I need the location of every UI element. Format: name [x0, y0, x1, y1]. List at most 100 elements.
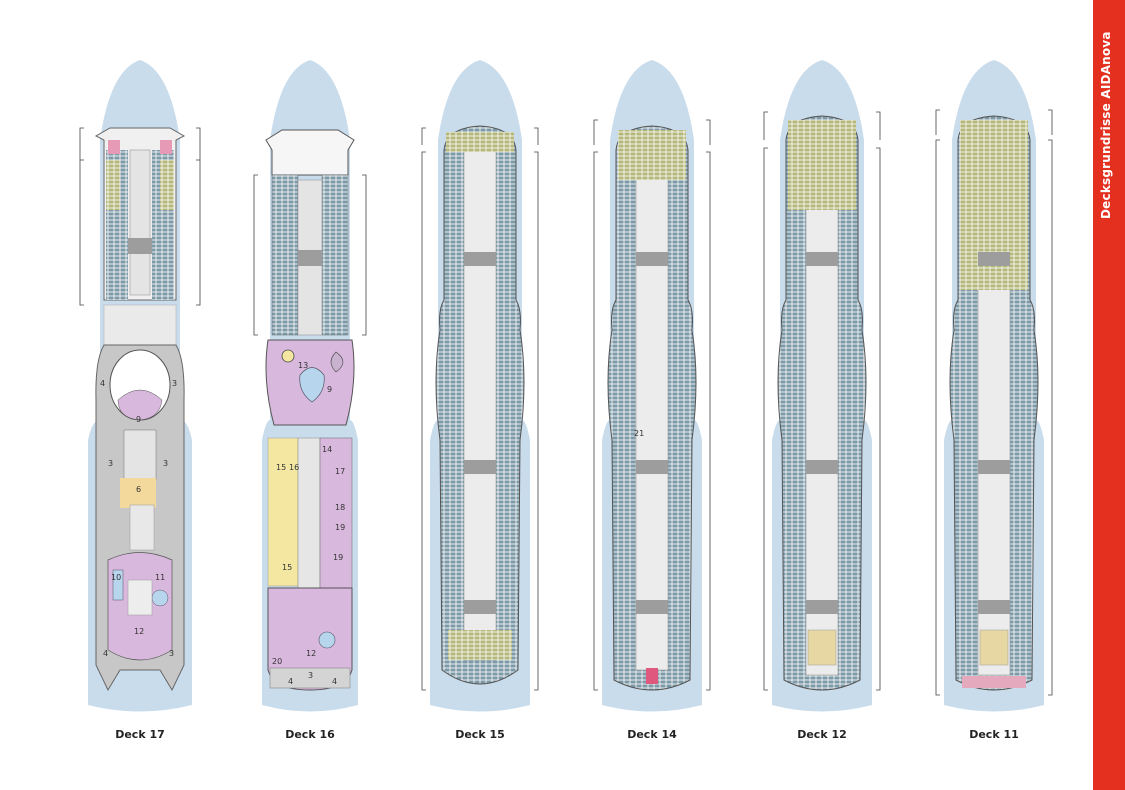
deck-16-bracket-left	[253, 174, 258, 336]
deck-17-area-10: 10	[111, 573, 121, 582]
deck-15-plan	[421, 60, 539, 712]
deck-15-bracket-left	[421, 127, 426, 691]
deck-16-area-12: 12	[306, 649, 316, 658]
deck-14-plan: 21	[593, 60, 711, 712]
deck-12-stern-lounge	[807, 629, 837, 666]
deck-12-bracket-left	[763, 111, 768, 691]
side-tab	[1093, 0, 1125, 790]
deck-16-pool-12	[318, 631, 336, 649]
deck-16-area-4b: 4	[332, 677, 337, 686]
deck-16-yellow-sun-area	[267, 437, 299, 587]
deck-17-suite-pink-starboard	[160, 140, 172, 154]
page-title: Decksgrundrisse AIDAnova	[1099, 31, 1113, 219]
deck-15-suites-bow	[446, 132, 514, 152]
deck-14-bracket-left	[593, 119, 598, 691]
deck-17-area-3a: 3	[172, 379, 177, 388]
deck-16-area-3: 3	[308, 671, 313, 680]
deck-12-plan	[763, 60, 881, 712]
deck-17-area-12: 12	[134, 627, 144, 636]
deck-14-label: Deck 14	[627, 728, 677, 741]
deck-16-area-15b: 15	[282, 563, 292, 572]
deck-16-plan: 13 9 14 15 16 17 18 19 19 15 12 20 4 3 4	[253, 60, 367, 712]
deck-17-area-9: 9	[136, 415, 141, 424]
deck-16-spa-lower-right	[319, 437, 353, 589]
deck-17-suite-pink-port	[108, 140, 120, 154]
deck-17-terrace	[103, 304, 177, 346]
deck-16-area-19a: 19	[335, 523, 345, 532]
deck-17-area-3b: 3	[108, 459, 113, 468]
deck-17-central-core	[123, 429, 157, 481]
deck-12-label: Deck 12	[797, 728, 847, 741]
deck-17-area-3d: 3	[169, 649, 174, 658]
deck-16-area-20: 20	[272, 657, 282, 666]
deck-16-area-16: 16	[289, 463, 299, 472]
deck-17-bracket-right	[196, 127, 201, 306]
deck-16-area-18: 18	[335, 503, 345, 512]
deck-14-area-21: 21	[634, 429, 644, 438]
deck-17-suites-port	[106, 160, 120, 210]
deck-12-stair-2	[806, 460, 838, 474]
deck-14-stair-3	[636, 600, 668, 614]
deck-17-label: Deck 17	[115, 728, 165, 741]
deck-15-stair-3	[464, 600, 496, 614]
deck-16-stairwell	[298, 250, 322, 266]
deck-14-pink-suite	[646, 668, 658, 684]
deck-16-area-14: 14	[322, 445, 332, 454]
deck-11-bracket-right	[1048, 109, 1053, 696]
deck-15-label: Deck 15	[455, 728, 505, 741]
deck-15-corridor	[463, 149, 497, 661]
deck-17-area-4b: 4	[103, 649, 108, 658]
deck-16-core	[297, 437, 321, 589]
deck-16-top-structure	[265, 129, 355, 176]
deck-11-stair-2	[978, 460, 1010, 474]
deck-15-suites-stern	[448, 630, 512, 660]
deck-17-area-11: 11	[155, 573, 165, 582]
deck-14-suites-bow	[618, 130, 686, 180]
deck-11-plan	[935, 60, 1053, 712]
deck-14-corridor	[635, 149, 669, 671]
deck-17-stairwell	[128, 238, 152, 254]
deck-17-pool-10	[112, 569, 124, 601]
deck-11-stair-3	[978, 600, 1010, 614]
deck-12-suites-bow	[788, 120, 856, 210]
deck-17-area-3c: 3	[163, 459, 168, 468]
deck-17-area-4a: 4	[100, 379, 105, 388]
deck-17-corridor	[129, 149, 151, 296]
deck-17-pool-11	[151, 589, 169, 607]
deck-15-stair-2	[464, 460, 496, 474]
deck-11-label: Deck 11	[969, 728, 1019, 741]
deck-16-stern-deck	[269, 667, 351, 689]
deck-14-stair-2	[636, 460, 668, 474]
deck-16-whirlpool	[330, 351, 344, 373]
deck-16-area-17: 17	[335, 467, 345, 476]
deck-17-lounge	[127, 579, 153, 616]
deck-15-bracket-right	[534, 127, 539, 691]
deck-17-bracket-left	[79, 127, 84, 306]
deck-17-yellow-area	[120, 478, 156, 508]
deck-12-stair-1	[806, 252, 838, 266]
deck-11-stern-lounge	[979, 629, 1009, 666]
deck-17-area-numbers: 4 3 9 3 3 6 10 11 12 4 3	[100, 379, 177, 658]
deck-12-bracket-right	[876, 111, 881, 691]
deck-16-area-13: 13	[298, 361, 308, 370]
deck-11-stair-1	[978, 252, 1010, 266]
deck-16-area-19b: 19	[333, 553, 343, 562]
deck-17-suites-starboard	[160, 160, 174, 210]
deck-16-pool-9	[299, 367, 325, 403]
deck-16-area-9: 9	[327, 385, 332, 394]
deck-12-corridor	[805, 139, 839, 676]
deck-11-bracket-left	[935, 109, 940, 696]
deck-16-label: Deck 16	[285, 728, 335, 741]
deck-14-bracket-right	[706, 119, 711, 691]
deck-14-stair-1	[636, 252, 668, 266]
deck-16-sun-icon	[281, 349, 295, 363]
deck-16-area-15a: 15	[276, 463, 286, 472]
deck-16-cabins-starboard	[321, 174, 349, 336]
deck-16-cabins-port	[271, 174, 299, 336]
deck-17-area-6: 6	[136, 485, 141, 494]
deck-16-area-4a: 4	[288, 677, 293, 686]
deck-17-open-deck	[129, 504, 155, 551]
deck-17-spa-area	[117, 389, 163, 421]
deck-11-pink-suites	[962, 676, 1026, 688]
